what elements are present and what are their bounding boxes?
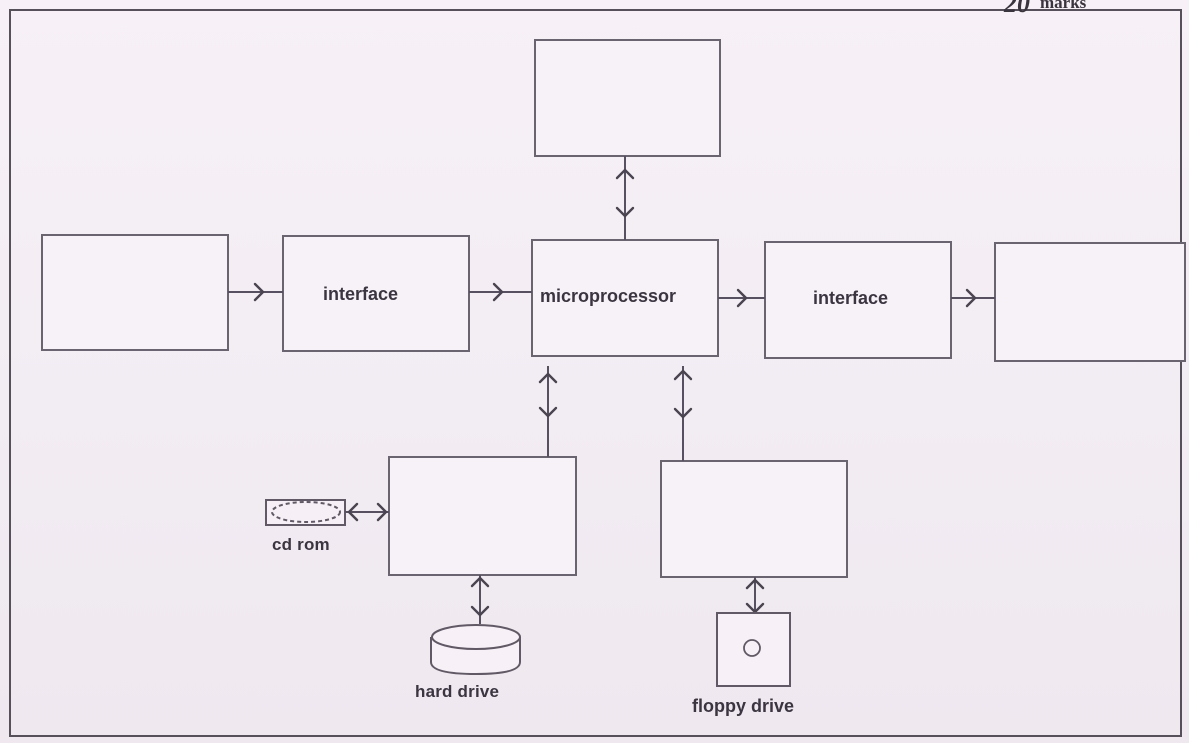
outer-frame [9,9,1182,737]
arrow-up-icon [745,578,765,590]
arrow-up-icon [470,576,490,588]
bottom-right-box [660,460,848,578]
interface-right-label: interface [813,288,888,308]
arrow-down-icon [470,605,490,617]
arrow-down-icon [615,206,635,218]
left-input-box [41,234,229,351]
microprocessor-label: microprocessor [540,286,676,306]
floppy-drive-icon [716,612,791,687]
arrow-up-icon [673,369,693,381]
arrow-right-icon [492,282,504,302]
arrow-up-icon [615,168,635,180]
bottom-left-box [388,456,577,576]
arrow-down-icon [538,406,558,418]
floppy-drive-label: floppy drive [692,696,794,716]
arrow-left-icon [347,502,359,522]
arrow-right-icon [253,282,265,302]
hard-drive-top-icon [431,624,521,650]
interface-left-label: interface [323,284,398,304]
right-output-box [994,242,1186,362]
top-blank-box [534,39,721,157]
interface-left-box [282,235,470,352]
arrow-right-icon [965,288,977,308]
corner-mark-number: 20 [1003,0,1030,18]
arrow-right-icon [736,288,748,308]
interface-right-box [764,241,952,359]
microprocessor-box [531,239,719,357]
floppy-hole-icon [743,639,761,657]
arrow-right-icon [376,502,388,522]
cd-rom-label: cd rom [272,535,330,554]
hard-drive-label: hard drive [415,682,499,701]
marks-label: marks [1040,0,1087,12]
arrow-up-icon [538,372,558,384]
arrow-down-icon [673,407,693,419]
cd-rom-disc-icon [271,501,341,523]
